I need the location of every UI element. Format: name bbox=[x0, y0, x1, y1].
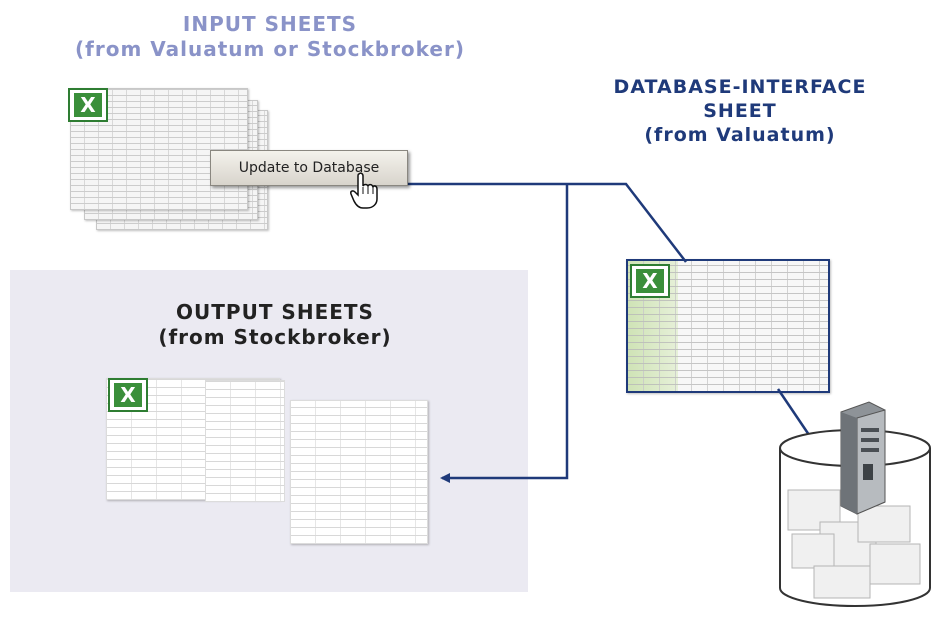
database-interface-source: (from Valuatum) bbox=[644, 123, 836, 146]
input-sheets-source: (from Valuatum or Stockbroker) bbox=[75, 37, 465, 61]
connector-to-database-sheet bbox=[390, 182, 687, 263]
database-interface-caption: DATABASE-INTERFACE SHEET (from Valuatum) bbox=[560, 76, 920, 147]
update-to-database-button[interactable]: Update to Database bbox=[210, 150, 408, 186]
output-sheets-caption: OUTPUT SHEETS (from Stockbroker) bbox=[110, 300, 440, 350]
hand-cursor-icon bbox=[350, 172, 378, 209]
database-interface-title: DATABASE-INTERFACE bbox=[613, 76, 867, 98]
output-sheets-title: OUTPUT SHEETS bbox=[176, 300, 374, 324]
input-sheets-caption: INPUT SHEETS (from Valuatum or Stockbrok… bbox=[30, 12, 510, 62]
excel-icon bbox=[630, 264, 670, 298]
output-sheet-right bbox=[290, 400, 428, 544]
output-sheets-source: (from Stockbroker) bbox=[158, 325, 392, 349]
database-interface-title-2: SHEET bbox=[703, 99, 777, 122]
server-icon bbox=[840, 401, 886, 515]
excel-icon bbox=[68, 88, 108, 122]
database-cylinder-icon bbox=[779, 429, 931, 607]
excel-icon bbox=[108, 378, 148, 412]
connector-to-output-sheets bbox=[440, 184, 569, 483]
input-sheets-title: INPUT SHEETS bbox=[182, 12, 358, 36]
output-sheet-middle bbox=[205, 380, 285, 502]
